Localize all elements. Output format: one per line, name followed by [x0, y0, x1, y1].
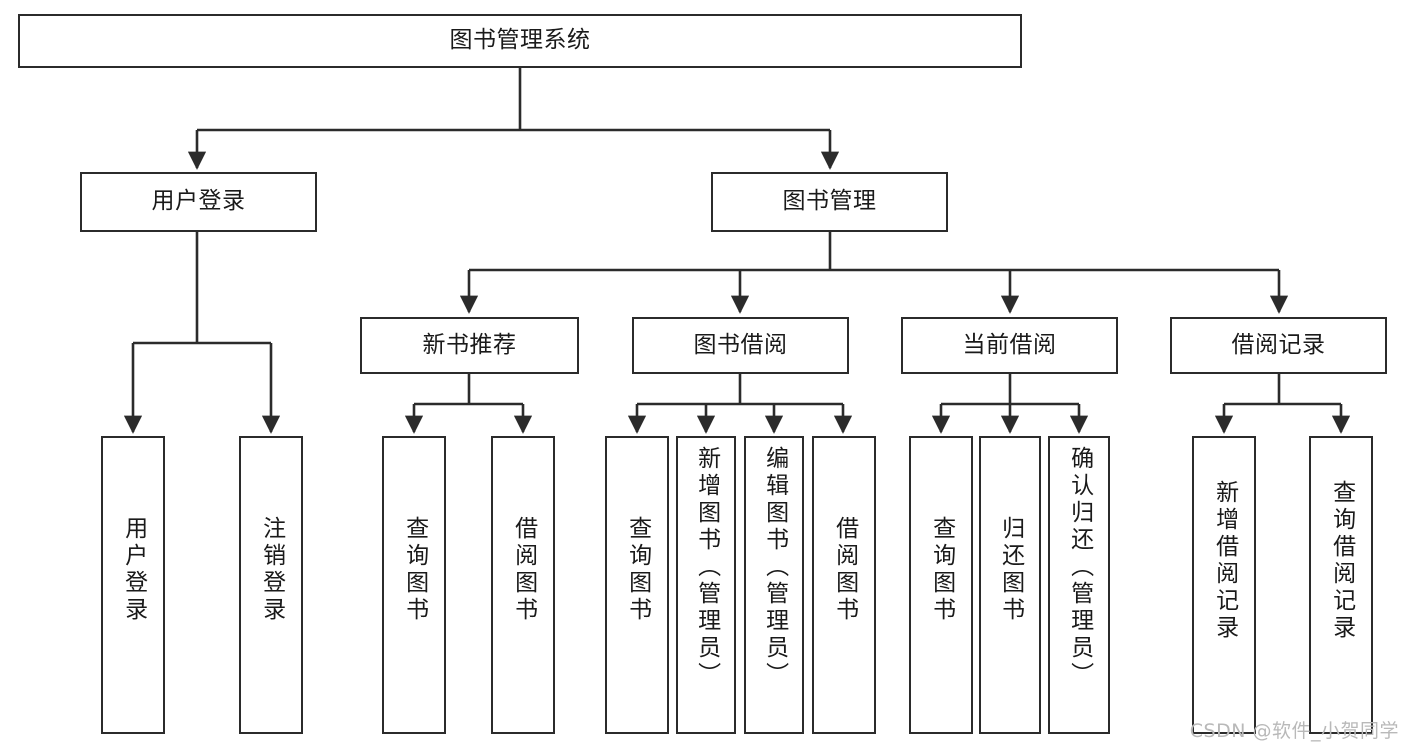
node-user-login[interactable]: 用户登录	[80, 172, 317, 232]
node-leaf-borrow-book-a[interactable]: 借阅图书	[491, 436, 555, 734]
node-leaf-confirm-return[interactable]: 确认归还（管理员）	[1048, 436, 1110, 734]
node-leaf-borrow-book-b[interactable]: 借阅图书	[812, 436, 876, 734]
node-leaf-query-book-b-label: 查询图书	[624, 516, 651, 624]
node-leaf-return-book[interactable]: 归还图书	[979, 436, 1041, 734]
node-user-login-label: 用户登录	[151, 188, 246, 215]
node-leaf-query-book-c-label: 查询图书	[928, 516, 955, 624]
node-book-manage[interactable]: 图书管理	[711, 172, 948, 232]
node-borrow-record-label: 借阅记录	[1231, 331, 1326, 358]
node-book-manage-label: 图书管理	[782, 188, 877, 215]
node-borrow-record[interactable]: 借阅记录	[1170, 317, 1387, 374]
node-leaf-borrow-book-a-label: 借阅图书	[510, 516, 537, 624]
node-leaf-logout-label: 注销登录	[258, 516, 285, 624]
node-leaf-query-book-a-label: 查询图书	[401, 516, 428, 624]
node-leaf-edit-book[interactable]: 编辑图书（管理员）	[744, 436, 804, 734]
node-book-borrow[interactable]: 图书借阅	[632, 317, 849, 374]
node-leaf-confirm-return-label: 确认归还（管理员）	[1066, 446, 1093, 689]
node-current-borrow[interactable]: 当前借阅	[901, 317, 1118, 374]
node-root[interactable]: 图书管理系统	[18, 14, 1022, 68]
node-leaf-query-book-c[interactable]: 查询图书	[909, 436, 973, 734]
node-leaf-user-login[interactable]: 用户登录	[101, 436, 165, 734]
node-leaf-return-book-label: 归还图书	[997, 516, 1024, 624]
node-leaf-query-book-a[interactable]: 查询图书	[382, 436, 446, 734]
node-leaf-query-record-label: 查询借阅记录	[1328, 480, 1355, 642]
node-new-book-rec-label: 新书推荐	[422, 331, 517, 358]
node-leaf-add-book-label: 新增图书（管理员）	[693, 446, 720, 689]
node-leaf-logout[interactable]: 注销登录	[239, 436, 303, 734]
node-leaf-add-record[interactable]: 新增借阅记录	[1192, 436, 1256, 734]
node-current-borrow-label: 当前借阅	[962, 331, 1057, 358]
node-leaf-user-login-label: 用户登录	[120, 516, 147, 624]
node-leaf-query-book-b[interactable]: 查询图书	[605, 436, 669, 734]
node-leaf-borrow-book-b-label: 借阅图书	[831, 516, 858, 624]
node-leaf-add-book[interactable]: 新增图书（管理员）	[676, 436, 736, 734]
node-leaf-query-record[interactable]: 查询借阅记录	[1309, 436, 1373, 734]
node-book-borrow-label: 图书借阅	[693, 331, 788, 358]
node-leaf-edit-book-label: 编辑图书（管理员）	[761, 446, 788, 689]
node-new-book-rec[interactable]: 新书推荐	[360, 317, 579, 374]
node-leaf-add-record-label: 新增借阅记录	[1211, 480, 1238, 642]
node-root-label: 图书管理系统	[449, 27, 591, 54]
